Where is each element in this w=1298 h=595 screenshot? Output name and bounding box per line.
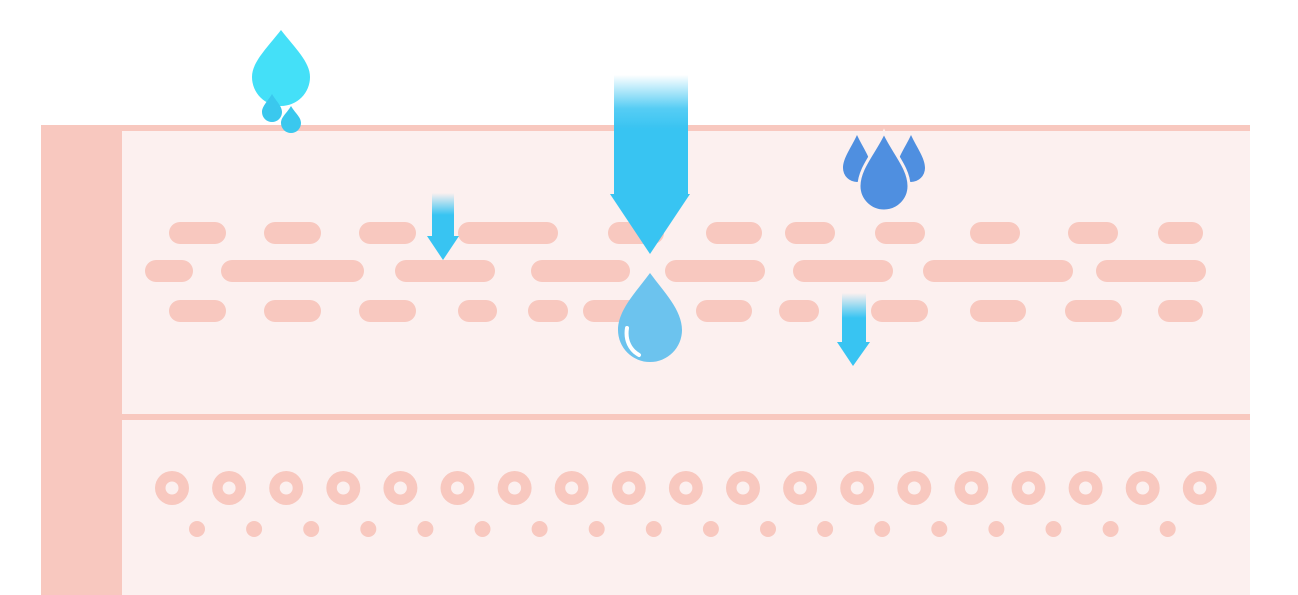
epidermis-cell bbox=[169, 300, 226, 322]
epidermis-cell bbox=[221, 260, 364, 282]
epidermis-cell bbox=[875, 222, 925, 244]
dermis-cell-core bbox=[736, 481, 750, 495]
epidermis-cell bbox=[395, 260, 495, 282]
dermis-dot bbox=[1102, 521, 1119, 537]
skin-side-edge bbox=[41, 125, 122, 595]
epidermis-cell bbox=[793, 260, 893, 282]
dermis-cell-core bbox=[393, 481, 407, 495]
small-arrow-right-shaft bbox=[842, 293, 866, 343]
epidermis-cell bbox=[696, 300, 752, 322]
epidermis-cell bbox=[169, 222, 226, 244]
epidermis-cell bbox=[1096, 260, 1206, 282]
dermis-dot bbox=[474, 521, 491, 537]
dermis-dot bbox=[1159, 521, 1176, 537]
dermis-dot bbox=[817, 521, 834, 537]
dermis-dot bbox=[588, 521, 605, 537]
epidermis-cells bbox=[145, 222, 1206, 322]
small-arrow-left-shaft bbox=[432, 193, 454, 237]
dermis-dot bbox=[303, 521, 320, 537]
absorbed-drop-highlight bbox=[624, 326, 641, 357]
dermis-dot bbox=[760, 521, 776, 537]
dermis-dot bbox=[988, 521, 1005, 537]
surface-small-drop-left bbox=[262, 94, 282, 122]
dermis-dot bbox=[1045, 521, 1062, 537]
epidermis-cell bbox=[145, 260, 193, 282]
dermis-cell-core bbox=[165, 481, 179, 495]
dermis-dot bbox=[931, 521, 948, 537]
dermis-cell-core bbox=[1136, 481, 1150, 495]
dermis-dot bbox=[246, 521, 263, 537]
big-arrow-head bbox=[610, 194, 690, 254]
epidermis-cell bbox=[871, 300, 928, 322]
epidermis-cell bbox=[458, 222, 558, 244]
epidermis-cell bbox=[359, 300, 416, 322]
arrow-down-icon bbox=[837, 293, 870, 366]
dermis-cell-core bbox=[222, 481, 236, 495]
dermis-dot bbox=[645, 521, 662, 537]
dermis-cell-core bbox=[1022, 481, 1035, 495]
dermis-cell-core bbox=[565, 481, 579, 495]
dermis-cells bbox=[155, 471, 1217, 537]
epidermis-cell bbox=[970, 222, 1020, 244]
epidermis-cell bbox=[1065, 300, 1122, 322]
dermis-cell-core bbox=[1193, 481, 1207, 495]
dermis-dot bbox=[189, 521, 205, 537]
dermis-cell-core bbox=[279, 481, 293, 495]
epidermis-cell bbox=[359, 222, 416, 244]
dermis-dot bbox=[417, 521, 434, 537]
epidermis-cell bbox=[264, 300, 321, 322]
dermis-cell-core bbox=[1079, 481, 1093, 495]
big-arrow-shaft bbox=[614, 75, 688, 195]
surface-large-drop bbox=[252, 30, 310, 106]
dermis-cell-core bbox=[964, 481, 978, 495]
epidermis-cell bbox=[531, 260, 630, 282]
dermis-dot bbox=[531, 521, 548, 537]
epidermis-cell bbox=[706, 222, 762, 244]
epidermis-cell bbox=[1158, 222, 1203, 244]
dermis-cell-core bbox=[451, 481, 464, 495]
dermis-cell-core bbox=[907, 481, 921, 495]
epidermis-cell bbox=[779, 300, 819, 322]
epidermis-cell bbox=[528, 300, 568, 322]
dermis-cell-core bbox=[679, 481, 693, 495]
arrow-down-icon bbox=[427, 193, 459, 260]
arrow-down-icon bbox=[610, 75, 690, 254]
absorbed-drop bbox=[618, 273, 682, 362]
epidermis-cell bbox=[1068, 222, 1118, 244]
dermis-cell-core bbox=[850, 481, 864, 495]
water-drop-icon bbox=[252, 30, 310, 133]
dermis-cell-core bbox=[508, 481, 522, 495]
dermis-boundary-line bbox=[122, 414, 1250, 420]
dermis-cell-core bbox=[336, 481, 350, 495]
dermis-dot bbox=[874, 521, 891, 537]
epidermis-cell bbox=[923, 260, 1073, 282]
water-drop-icon bbox=[618, 273, 682, 362]
epidermis-cell bbox=[785, 222, 835, 244]
epidermis-cell bbox=[665, 260, 765, 282]
water-drops-icon bbox=[843, 128, 925, 213]
epidermis-cell bbox=[1158, 300, 1203, 322]
small-arrow-left-head bbox=[427, 236, 459, 260]
dermis-cell-core bbox=[622, 481, 636, 495]
epidermis-cell bbox=[970, 300, 1026, 322]
dermis-dot bbox=[702, 521, 719, 537]
dermis-dot bbox=[360, 521, 377, 537]
cluster-drop-center bbox=[857, 128, 911, 213]
small-arrow-right-head bbox=[837, 342, 870, 366]
dermis-cell-core bbox=[793, 481, 807, 495]
surface-small-drop-right bbox=[281, 106, 301, 133]
epidermis-cell bbox=[458, 300, 497, 322]
epidermis-cell bbox=[264, 222, 321, 244]
